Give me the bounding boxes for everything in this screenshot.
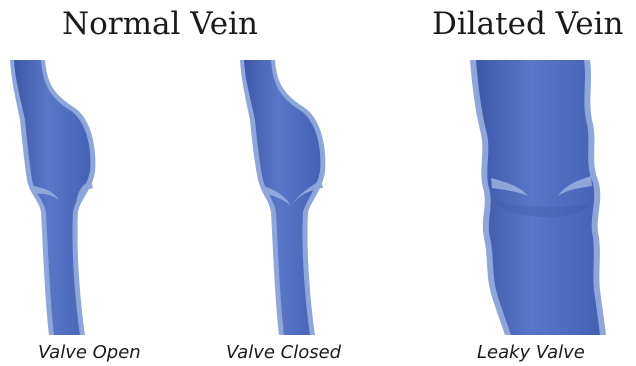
vein-valve-closed <box>240 60 325 335</box>
caption-valve-open: Valve Open <box>38 342 141 364</box>
vein-valve-open <box>10 60 95 335</box>
vein-leaky-valve <box>470 60 606 335</box>
caption-leaky-valve: Leaky Valve <box>477 342 585 364</box>
caption-valve-closed: Valve Closed <box>226 342 341 364</box>
